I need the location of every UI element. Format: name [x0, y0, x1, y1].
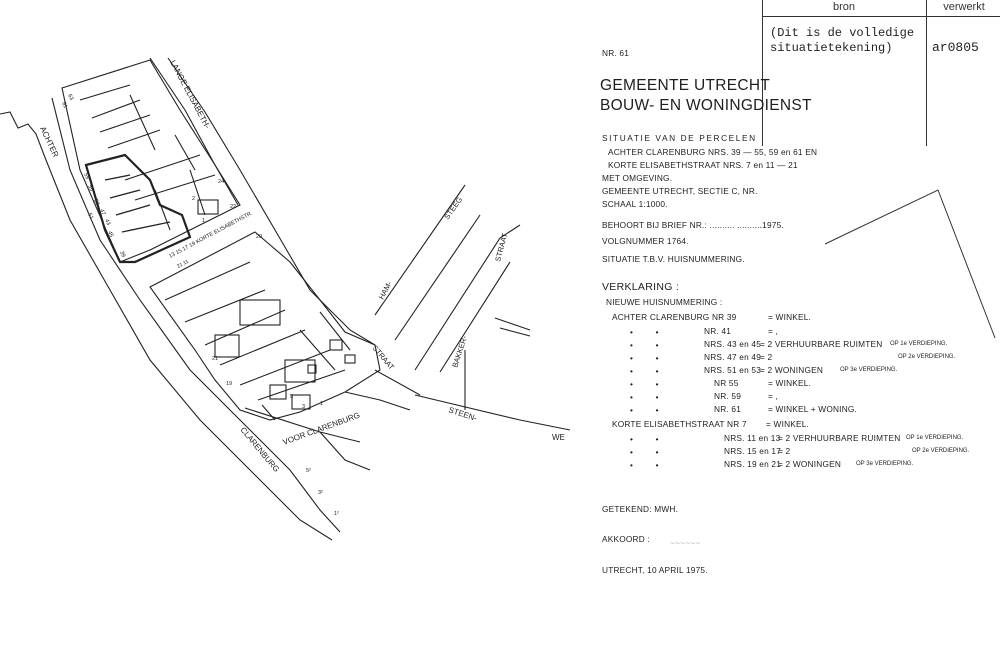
stamp-header-processed: verwerkt	[943, 1, 985, 13]
highlighted-parcel	[84, 153, 192, 264]
street-steen: STEEN-	[447, 405, 478, 423]
house-number: 51	[86, 212, 94, 220]
house-number: 1	[202, 218, 205, 224]
doc-behoort: BEHOORT BIJ BRIEF NR.: .......... ......…	[602, 220, 784, 230]
item-note: OP 2e VERDIEPING.	[898, 354, 956, 360]
doc-situatie-1: SITUATIE VAN DE PERCELEN	[602, 133, 757, 143]
item-left: NRS. 11 en 13	[724, 433, 781, 443]
house-number: 3²	[318, 490, 323, 496]
block-south	[149, 231, 381, 421]
house-number: 22	[230, 204, 236, 210]
map-edge-west	[0, 111, 333, 541]
item-note: OP 3e VERDIEPING.	[856, 461, 914, 467]
doc-situatie-2: ACHTER CLARENBURG NRS. 39 — 55, 59 en 61…	[608, 147, 818, 157]
item-left: NR. 59	[714, 391, 742, 401]
item-left: NR. 41	[704, 326, 732, 336]
street-straat-mid: STRAAT	[370, 344, 396, 372]
document-legend: NR. 61 GEMEENTE UTRECHT BOUW- EN WONINGD…	[600, 0, 1000, 649]
doc-akkoord: AKKOORD :	[602, 534, 650, 544]
item-note: OP 2e VERDIEPING.	[912, 448, 970, 454]
house-number: 24	[218, 179, 224, 185]
doc-situatie-tbv: SITUATIE T.B.V. HUISNUMMERING.	[602, 254, 745, 264]
item-left: NRS. 51 en 53	[704, 365, 762, 375]
street-korte-nr: 21 11	[176, 259, 190, 270]
item-left: NRS. 47 en 49	[704, 352, 762, 362]
item-right: = 2	[760, 352, 773, 362]
item-right: = WINKEL.	[768, 312, 812, 322]
ditto-marks: • • • • • • • • • • • • • •	[630, 327, 659, 415]
street-voor-clarenburg: VOOR CLARENBURG	[282, 411, 362, 447]
doc-number: NR. 61	[602, 48, 630, 58]
item-left: NRS. 43 en 45	[704, 339, 762, 349]
house-number: 19	[226, 381, 232, 387]
house-number: 21	[212, 356, 218, 362]
item-right: = 2 WONINGEN	[760, 365, 824, 375]
item-left: NRS. 19 en 21	[724, 459, 782, 469]
map-edge-clarenburg	[51, 97, 341, 533]
house-number: 1	[320, 401, 323, 407]
item-right: = 2 VERHUURBARE RUIMTEN	[760, 339, 883, 349]
signature-mark: ~~~~~~	[670, 538, 701, 548]
item-right: = WINKEL.	[768, 378, 812, 388]
house-number: 47	[98, 208, 106, 216]
street-we: WE	[552, 433, 565, 442]
item-left: ACHTER CLARENBURG NR 39	[612, 312, 737, 322]
house-number: 20	[256, 234, 262, 240]
doc-verklaring: VERKLARING :	[602, 281, 680, 293]
street-clarenburg: CLARENBURG	[238, 426, 281, 474]
item-left: NRS. 15 en 17	[724, 446, 782, 456]
item-right: = WINKEL + WONING.	[768, 404, 858, 414]
house-number: 63	[66, 93, 74, 101]
house-number: 43	[103, 218, 111, 226]
doc-department: BOUW- EN WONINGDIENST	[600, 97, 812, 114]
item-note: OP 1e VERDIEPING.	[890, 341, 948, 347]
doc-nieuwe-huisnummering: NIEUWE HUISNUMMERING :	[606, 297, 723, 307]
doc-getekend: GETEKEND: MWH.	[602, 504, 679, 514]
doc-volgnummer: VOLGNUMMER 1764.	[602, 236, 689, 246]
street-straat-right: STRAAT	[493, 232, 509, 263]
stamp-source-note: (Dit is de volledige situatietekening)	[770, 26, 915, 55]
stamp-header-source: bron	[832, 1, 856, 13]
house-number: 39	[118, 250, 126, 258]
street-steeg: STEEG	[442, 195, 464, 221]
situation-map: LANGE ELISABETH- ACHTER 13 15 17 19 KORT…	[0, 57, 571, 541]
block-north	[61, 59, 241, 263]
ditto-marks: • • • • • •	[630, 434, 659, 470]
house-number: 55	[86, 184, 94, 192]
item-right: = ,	[768, 391, 779, 401]
street-ham: HAM-	[377, 279, 394, 301]
item-left: NR. 61	[714, 404, 742, 414]
doc-date: UTRECHT, 10 APRIL 1975.	[602, 565, 708, 575]
item-left: KORTE ELISABETHSTRAAT NR 7	[612, 419, 747, 429]
item-right: = 2 VERHUURBARE RUIMTEN	[778, 433, 901, 443]
item-note: OP 3e VERDIEPING.	[840, 367, 898, 373]
doc-situatie-4: MET OMGEVING.	[602, 173, 673, 183]
archive-stamp-table: bron verwerkt (Dit is de volledige situa…	[762, 0, 1000, 146]
item-right: = WINKEL.	[766, 419, 810, 429]
item-right: = 2	[778, 446, 791, 456]
doc-situatie-3: KORTE ELISABETHSTRAAT NRS. 7 en 11 — 21	[608, 160, 798, 170]
house-number: 5	[290, 394, 293, 400]
map-edge-lange-elisabeth	[167, 57, 376, 346]
item-note: OP 1e VERDIEPING.	[906, 435, 964, 441]
item-left: NR 55	[714, 378, 739, 388]
street-achter: ACHTER	[38, 125, 60, 159]
item-right: = 2 WONINGEN	[778, 459, 842, 469]
house-number: 2	[192, 196, 195, 202]
house-number: 3	[302, 404, 305, 410]
doc-sectie: GEMEENTE UTRECHT, SECTIE C, NR.	[602, 186, 758, 196]
house-number: 53	[92, 198, 100, 206]
stamp-processed-code: ar0805	[932, 40, 979, 55]
corner-diagonal-line	[824, 189, 996, 339]
house-number: 1²	[334, 511, 339, 517]
item-right: = ,	[768, 326, 779, 336]
house-number: 61	[60, 101, 68, 109]
doc-municipality: GEMEENTE UTRECHT	[600, 77, 771, 94]
house-number: 59	[82, 172, 90, 180]
doc-schaal: SCHAAL 1:1000.	[602, 199, 668, 209]
house-number: 45	[106, 230, 114, 238]
house-number: 5²	[306, 468, 311, 474]
